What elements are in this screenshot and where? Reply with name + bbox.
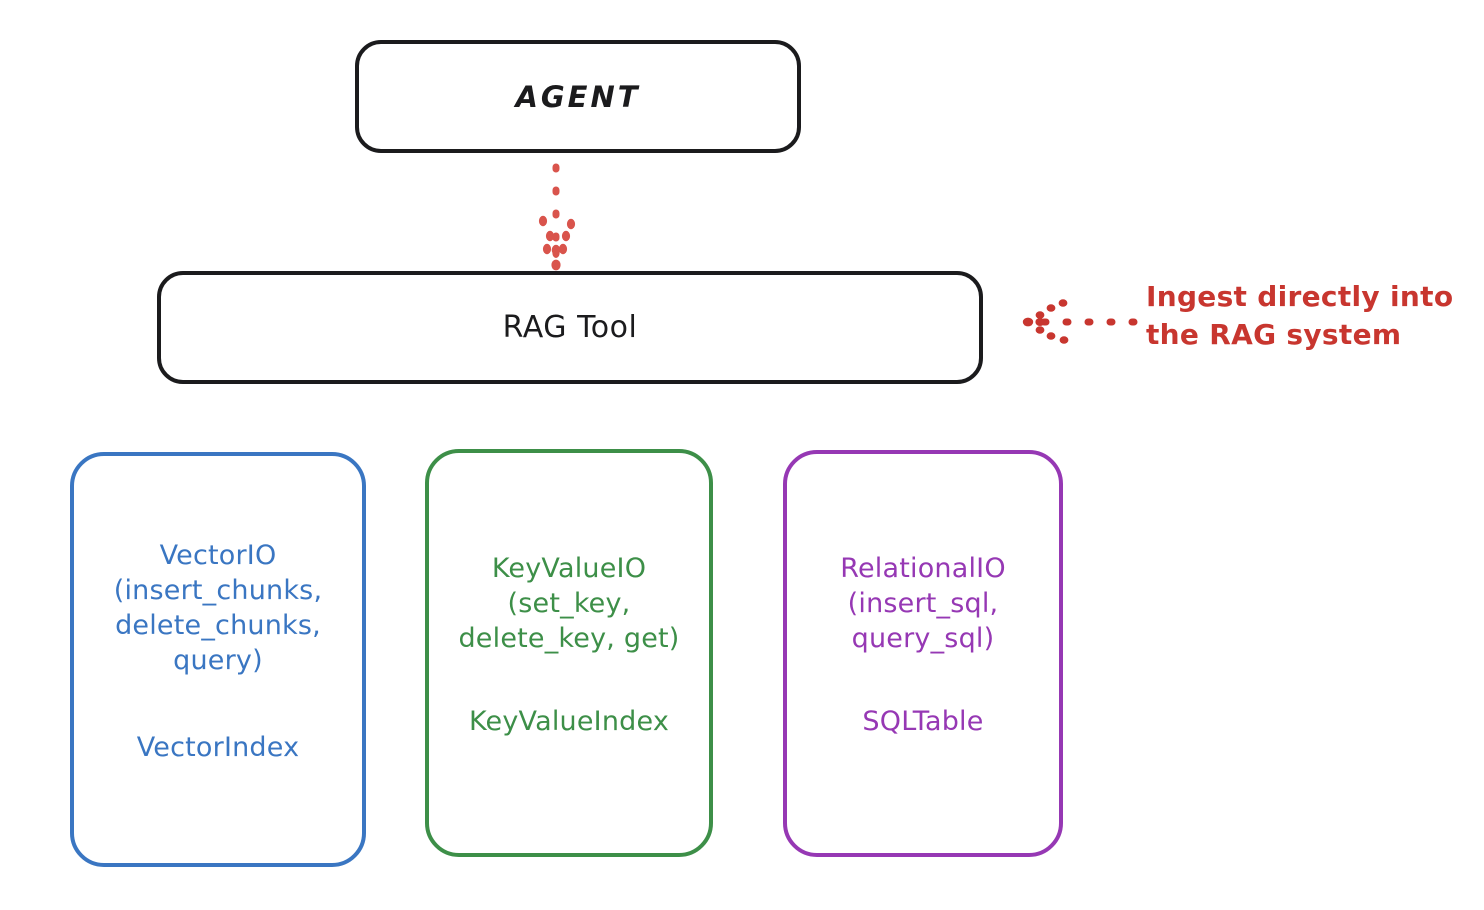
- sql-table-label: SQLTable: [862, 706, 984, 738]
- node-vector-io[interactable]: VectorIO (insert_chunks, delete_chunks, …: [70, 452, 366, 867]
- connector-agent-to-rag-tool: [538, 163, 576, 271]
- vector-io-api-label: VectorIO (insert_chunks, delete_chunks, …: [113, 540, 323, 677]
- key-value-io-api-label: KeyValueIO (set_key, delete_key, get): [458, 553, 680, 655]
- agent-label: AGENT: [515, 79, 641, 114]
- rag-tool-label: RAG Tool: [502, 310, 638, 345]
- vector-index-label: VectorIndex: [136, 732, 300, 764]
- node-rag-tool[interactable]: RAG Tool: [157, 271, 983, 384]
- node-agent[interactable]: AGENT: [355, 40, 801, 153]
- relational-io-api-label: RelationalIO (insert_sql, query_sql): [840, 553, 1006, 655]
- connector-ingest-to-rag-tool: [1022, 299, 1138, 344]
- node-key-value-io[interactable]: KeyValueIO (set_key, delete_key, get) Ke…: [425, 449, 713, 857]
- key-value-index-label: KeyValueIndex: [468, 706, 670, 738]
- annotation-ingest: Ingest directly into the RAG system: [1146, 280, 1454, 351]
- node-relational-io[interactable]: RelationalIO (insert_sql, query_sql) SQL…: [783, 450, 1063, 857]
